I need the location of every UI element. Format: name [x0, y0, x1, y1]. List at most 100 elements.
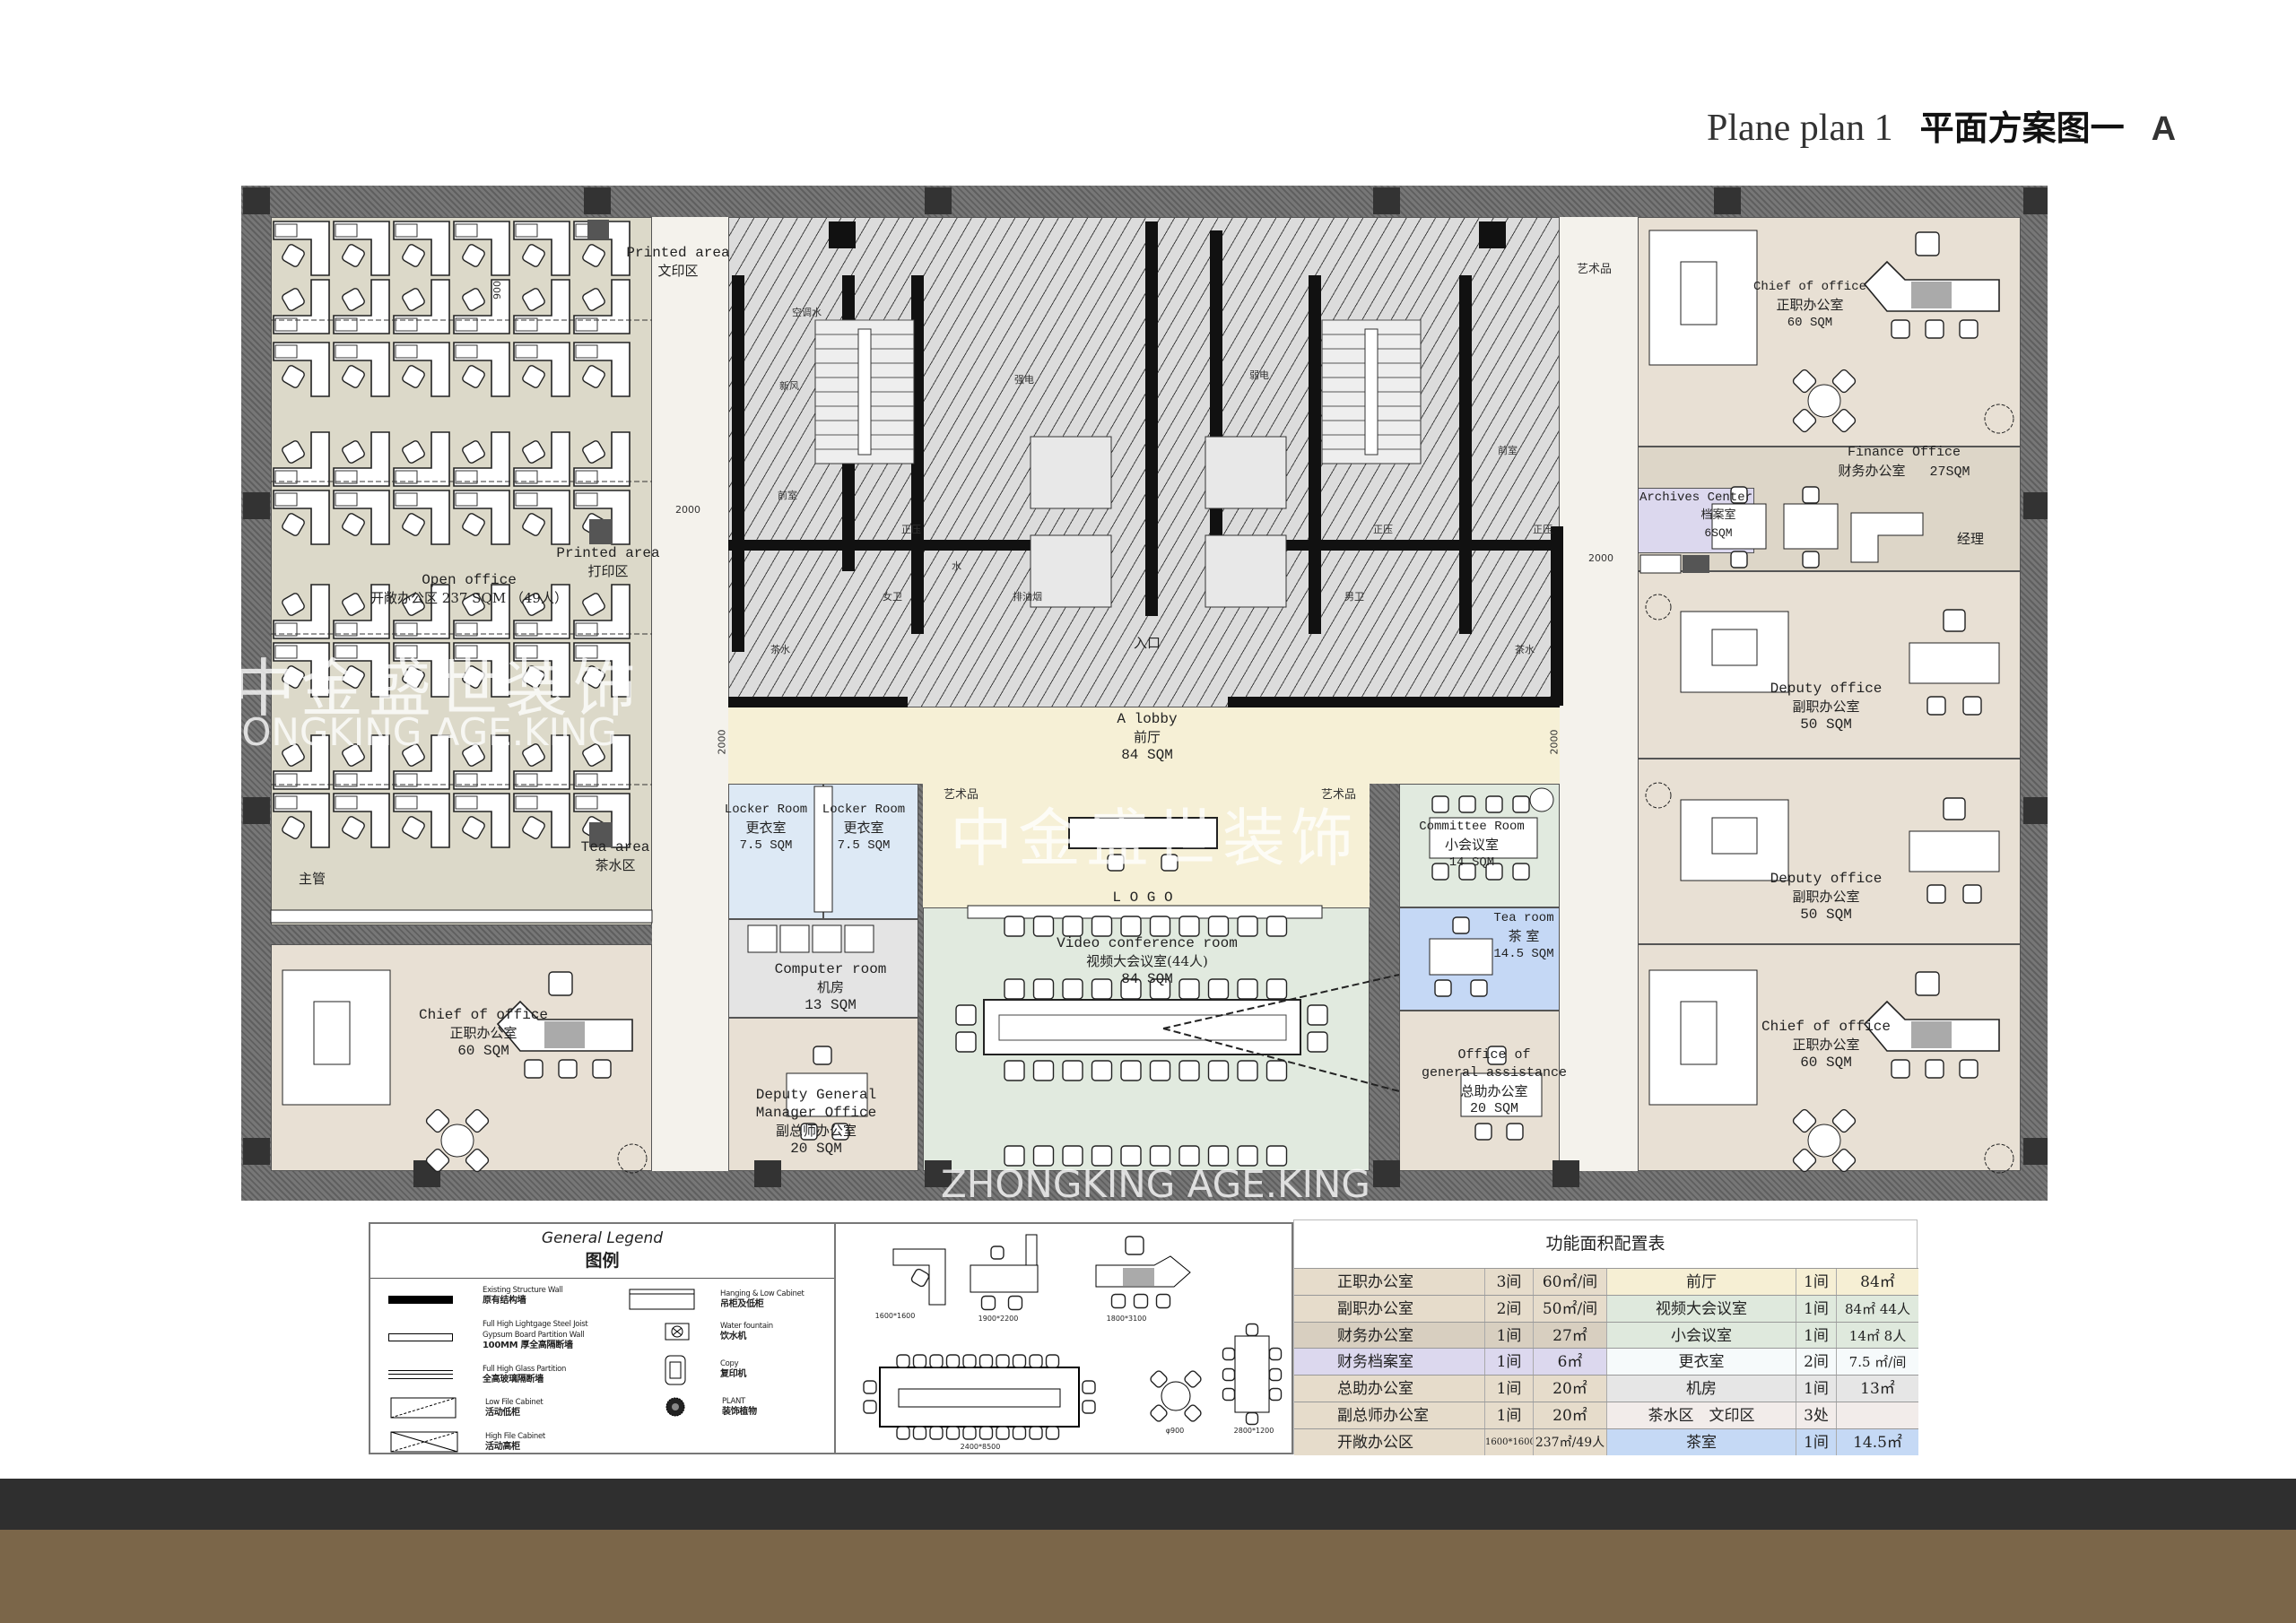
chair	[1431, 795, 1449, 813]
cell-name2: 茶室	[1607, 1428, 1796, 1455]
core-label-pressure-2: 正压	[1373, 524, 1393, 535]
chair	[1512, 795, 1530, 813]
cell-area: 27㎡	[1534, 1322, 1607, 1349]
chair	[592, 1059, 612, 1079]
chair	[582, 743, 605, 767]
chair	[1045, 1354, 1060, 1368]
low-cabinet	[274, 223, 298, 238]
chair	[582, 365, 605, 388]
chair	[912, 1426, 927, 1440]
art-label-3: 艺术品	[1321, 788, 1357, 802]
chair	[996, 1354, 1010, 1368]
chair	[1091, 1060, 1113, 1081]
structure-wall	[1479, 221, 1506, 248]
chair	[425, 1108, 450, 1133]
cell-area: 60㎡/间	[1534, 1269, 1607, 1295]
cubicle-desk	[393, 734, 450, 790]
chair	[1268, 1347, 1283, 1361]
sample-cabinet	[1025, 1234, 1038, 1266]
chair	[1004, 1145, 1025, 1167]
chair	[1222, 1347, 1236, 1361]
cubicle-desk	[453, 221, 510, 276]
cubicle-desk	[333, 734, 390, 790]
chair	[342, 440, 365, 464]
chair	[1082, 1400, 1096, 1414]
high-cabinet-symbol	[390, 1431, 458, 1453]
chair	[1149, 978, 1171, 1000]
chair	[1107, 854, 1125, 872]
dimension-2000-lobby-left: 2000	[716, 729, 728, 755]
chair	[1452, 916, 1470, 934]
chair	[1207, 978, 1230, 1000]
server-rack	[844, 924, 874, 953]
chair	[1458, 863, 1476, 881]
low-cabinet	[395, 492, 418, 507]
cell-area: 237㎡/49人	[1534, 1428, 1607, 1455]
chair	[1915, 231, 1940, 256]
cell-name2: 前厅	[1607, 1269, 1796, 1295]
chair	[1265, 1060, 1288, 1081]
structural-column	[2023, 1138, 2048, 1165]
chair	[402, 665, 425, 689]
chair	[582, 593, 605, 616]
low-cabinet	[575, 795, 598, 810]
chair	[462, 440, 485, 464]
cubicle-desk	[273, 490, 330, 545]
low-cabinet	[274, 492, 298, 507]
structural-column	[1714, 187, 1741, 214]
cubicle-desk	[393, 342, 450, 397]
plant-icon	[1984, 404, 2014, 434]
cubicle-desk	[513, 490, 570, 545]
chair	[1245, 1411, 1259, 1426]
cell-area: 20㎡	[1534, 1376, 1607, 1402]
dim-label: 1800*3100	[1106, 1315, 1147, 1323]
cubicle-desk	[513, 279, 570, 334]
chair	[462, 665, 485, 689]
core-label-tea-2: 茶水	[1515, 644, 1535, 655]
low-cabinet	[335, 317, 358, 332]
structure-wall-symbol	[388, 1296, 453, 1304]
chair	[1485, 795, 1503, 813]
cell-name2: 更衣室	[1607, 1349, 1796, 1376]
chair	[402, 593, 425, 616]
structural-column	[243, 797, 270, 824]
cubicle-desk	[273, 221, 330, 276]
server-rack	[812, 924, 842, 953]
chair	[945, 1426, 961, 1440]
chair	[1032, 1145, 1055, 1167]
round-table	[1807, 384, 1841, 418]
chair	[1004, 1060, 1025, 1081]
chair	[462, 593, 485, 616]
chair	[1062, 978, 1083, 1000]
dim-label: 2400*8500	[960, 1443, 1001, 1451]
cubicle-desk	[573, 342, 631, 397]
chair	[1307, 1004, 1328, 1026]
chair	[1925, 319, 1944, 339]
chair	[1178, 1145, 1200, 1167]
core-label-strong-electric: 强电	[1014, 374, 1034, 386]
structural-column	[1373, 1160, 1400, 1187]
chair	[910, 1268, 930, 1288]
chair	[342, 593, 365, 616]
coffee-table	[1680, 261, 1718, 325]
cell-name: 副总师办公室	[1294, 1402, 1485, 1428]
chair	[1178, 916, 1200, 937]
furniture-layer	[243, 187, 2048, 1187]
footer-dark-band	[0, 1479, 2296, 1530]
projection-line	[1162, 1028, 1400, 1092]
plant-icon	[1645, 594, 1672, 621]
structure-wall	[1228, 697, 1560, 707]
low-cabinet	[575, 773, 598, 787]
cell-count: 1间	[1485, 1349, 1534, 1376]
low-cabinet	[335, 344, 358, 359]
low-cabinet	[515, 492, 538, 507]
chair	[522, 743, 545, 767]
chair	[1178, 1060, 1200, 1081]
low-cabinet	[335, 492, 358, 507]
